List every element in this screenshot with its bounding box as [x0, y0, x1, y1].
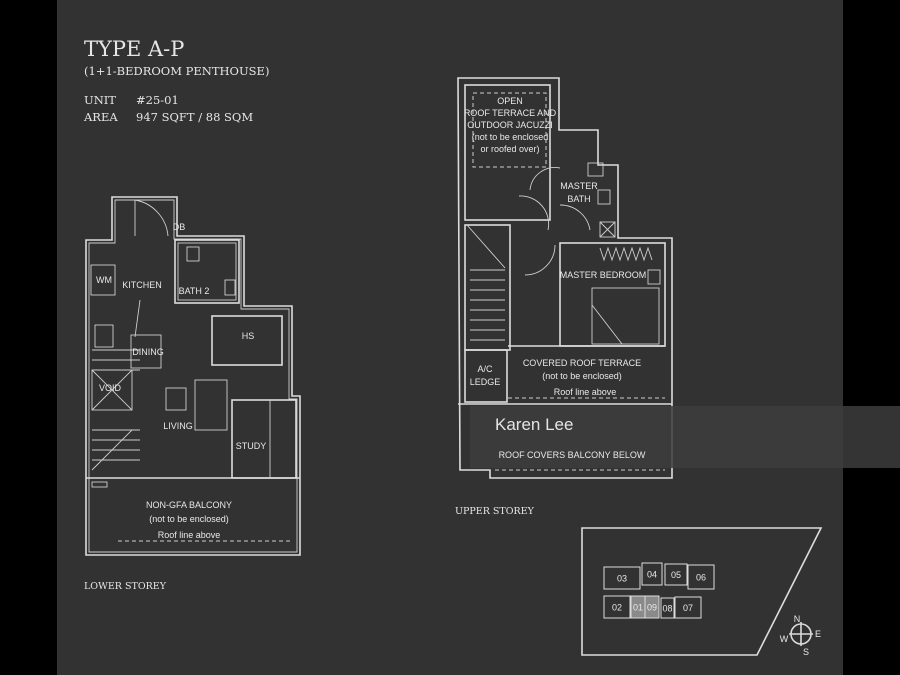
upper-storey-plan: OPEN ROOF TERRACE AND OUTDOOR JACUZZI (n… — [457, 77, 673, 479]
key-plan-unit-label: 01 — [633, 603, 643, 613]
compass-w: W — [780, 634, 789, 644]
room-ac-ledge-1: A/C — [477, 364, 493, 374]
key-plan-unit-box — [660, 597, 675, 619]
area-value: 947 SQFT / 88 SQM — [136, 110, 253, 124]
unit-type-subtitle: (1+1-BEDROOM PENTHOUSE) — [84, 64, 269, 78]
key-plan-unit-box — [603, 566, 641, 590]
key-plan-unit-box — [674, 596, 702, 619]
key-plan-unit-label: 04 — [647, 570, 657, 580]
key-plan-unit-box — [641, 562, 663, 586]
watermark-text: Karen Lee — [495, 415, 573, 434]
compass-n: N — [794, 614, 801, 624]
room-ac-ledge-2: LEDGE — [470, 377, 501, 387]
key-plan-unit-label: 02 — [612, 603, 622, 613]
room-open-terrace-3: OUTDOOR JACUZZI — [467, 120, 553, 130]
room-master-bath-2: BATH — [567, 194, 590, 204]
key-plan-unit-label: 05 — [671, 570, 681, 580]
key-plan: 03 04 05 06 02 01 09 08 07 N E S W — [581, 527, 823, 657]
compass-s: S — [803, 647, 809, 657]
key-plan-unit-label: 08 — [662, 604, 672, 614]
covered-terrace-note: (not to be enclosed) — [542, 371, 622, 381]
lower-storey-caption: LOWER STOREY — [84, 581, 167, 592]
room-bath-2: BATH 2 — [179, 286, 210, 296]
compass-e: E — [815, 629, 821, 639]
watermark-band — [470, 406, 900, 468]
lower-roof-line-note: Roof line above — [158, 530, 221, 540]
key-plan-unit-label: 06 — [696, 573, 706, 583]
key-plan-unit-box — [603, 595, 631, 619]
compass-icon: N E S W — [780, 614, 821, 657]
key-plan-unit-box — [644, 595, 660, 619]
room-wm: WM — [96, 275, 112, 285]
balcony-note: (not to be enclosed) — [149, 514, 229, 524]
room-living: LIVING — [163, 421, 193, 431]
roof-covers-balcony-label: ROOF COVERS BALCONY BELOW — [499, 450, 646, 460]
room-db: DB — [173, 222, 186, 232]
key-plan-unit-label: 07 — [683, 603, 693, 613]
unit-type-title: TYPE A-P — [84, 37, 184, 61]
key-plan-unit-box — [664, 563, 688, 586]
unit-value: #25-01 — [136, 93, 179, 107]
area-label: AREA — [83, 110, 118, 124]
room-master-bedroom: MASTER BEDROOM — [560, 270, 647, 280]
terrace-note-1: (not to be enclosed — [472, 132, 549, 142]
room-open-terrace-2: ROOF TERRACE AND — [464, 108, 557, 118]
room-kitchen: KITCHEN — [122, 280, 162, 290]
room-open-terrace-1: OPEN — [497, 96, 523, 106]
terrace-note-2: or roofed over) — [480, 144, 539, 154]
unit-label: UNIT — [84, 93, 116, 107]
lower-storey-plan: KITCHEN DB WM BATH 2 HS DINING VOID LIVI… — [85, 196, 301, 556]
upper-roof-line-note: Roof line above — [554, 387, 617, 397]
room-study: STUDY — [236, 441, 267, 451]
room-hs: HS — [242, 331, 255, 341]
room-balcony: NON-GFA BALCONY — [146, 500, 232, 510]
room-dining: DINING — [132, 347, 164, 357]
plan-background — [57, 0, 843, 675]
room-covered-roof-terrace: COVERED ROOF TERRACE — [523, 358, 641, 368]
key-plan-unit-label: 09 — [647, 603, 657, 613]
upper-storey-caption: UPPER STOREY — [455, 506, 535, 517]
room-void: VOID — [99, 383, 122, 393]
room-master-bath-1: MASTER — [560, 181, 598, 191]
key-plan-unit-label: 03 — [617, 574, 627, 584]
key-plan-unit-box — [687, 564, 715, 590]
